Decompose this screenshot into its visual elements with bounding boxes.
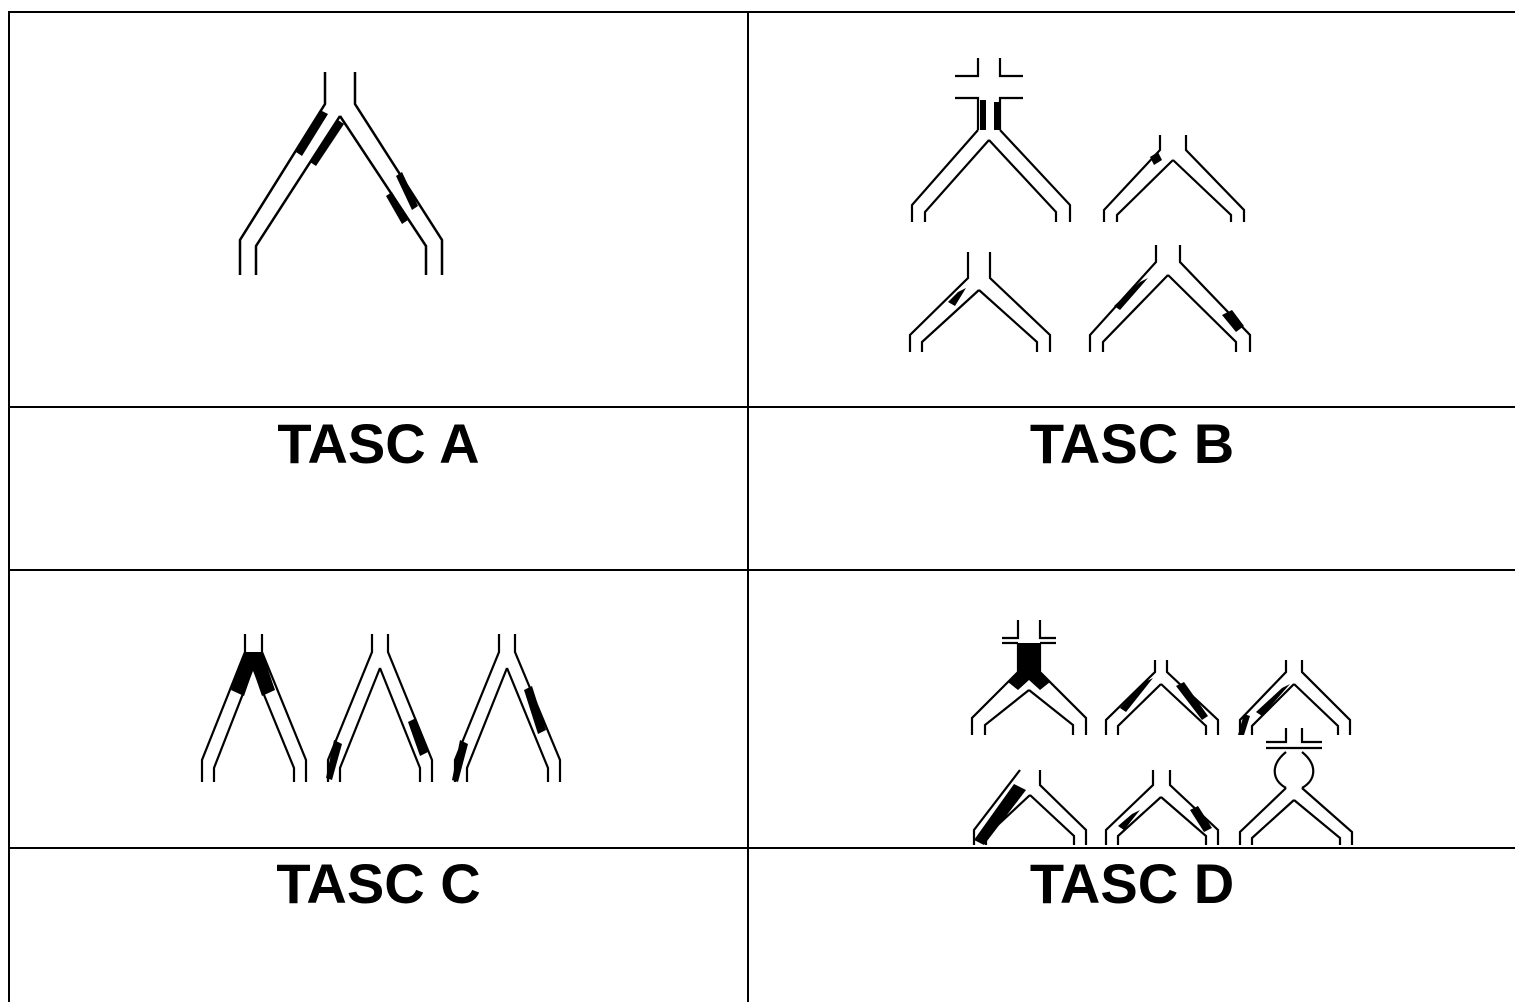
table-border-left (8, 11, 10, 1002)
tasc-c-label: TASC C (276, 852, 481, 915)
stenosis-marks (296, 110, 418, 224)
tasc-a-label: TASC A (277, 412, 480, 475)
table-row-divider-2 (8, 569, 1515, 571)
table-row-divider-1 (8, 406, 1515, 408)
tasc-b-label: TASC B (1029, 412, 1235, 475)
table-border-top (8, 11, 1515, 13)
table-row-divider-3 (8, 847, 1515, 849)
table-divider-vertical (747, 11, 749, 1002)
tasc-d-label: TASC D (1029, 852, 1235, 915)
